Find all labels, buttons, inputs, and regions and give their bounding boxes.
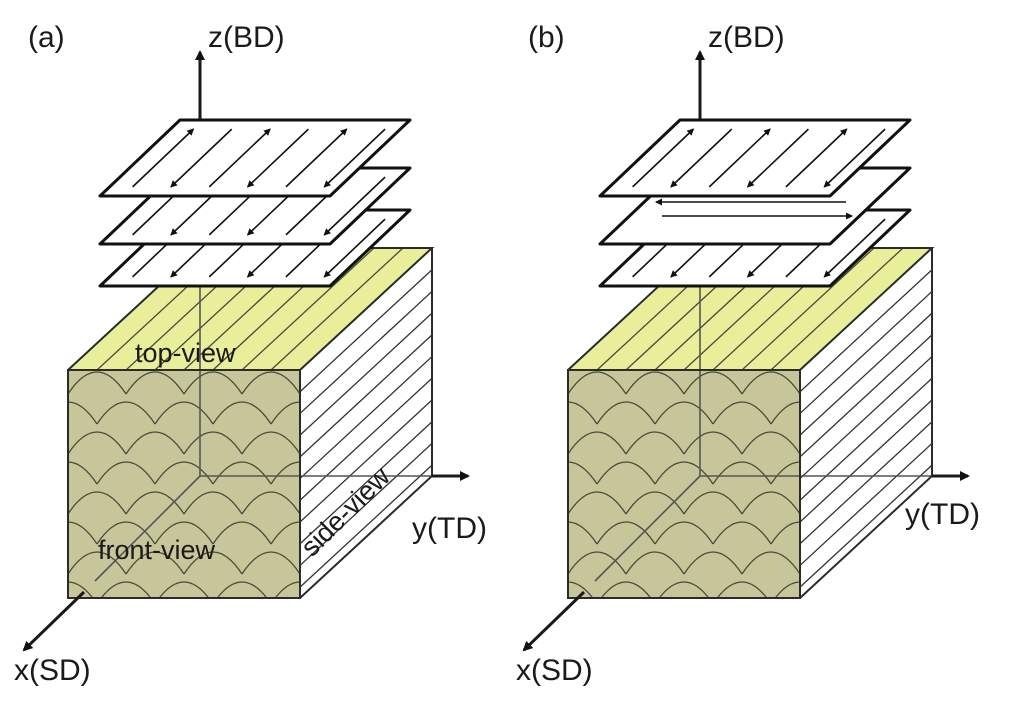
x-axis-label: x(SD) [516, 654, 593, 687]
y-axis-label: y(TD) [412, 512, 487, 545]
block-geometry [522, 50, 970, 652]
front-face [68, 370, 300, 598]
z-axis-label: z(BD) [208, 21, 285, 54]
front-face [568, 370, 800, 598]
x-axis-label: x(SD) [14, 654, 91, 687]
side-face [300, 248, 432, 598]
side-face-stripes [799, 269, 933, 588]
panel-label: (a) [28, 21, 65, 54]
top-face-stripes [96, 247, 404, 371]
block-geometry [22, 50, 470, 652]
panel-b: (b) z(BD) y(TD) x(SD) [516, 21, 980, 687]
scan-layers [98, 118, 412, 288]
x-axis-arrow [522, 590, 586, 652]
z-axis-label: z(BD) [708, 21, 785, 54]
scan-layers [598, 118, 912, 288]
scan-layer [598, 118, 912, 198]
top-view-label: top-view [135, 338, 236, 368]
panel-label: (b) [528, 21, 565, 54]
melt-pool-pattern [68, 371, 300, 598]
side-face [800, 248, 932, 598]
side-face-stripes [299, 269, 433, 588]
x-axis-arrow [22, 590, 86, 652]
panel-a: (a) z(BD) y(TD) x(SD) top-view front-vie… [14, 21, 487, 687]
melt-pool-pattern [568, 371, 800, 598]
front-view-label: front-view [98, 535, 216, 565]
y-axis-label: y(TD) [905, 498, 980, 531]
scan-layer [98, 118, 412, 198]
